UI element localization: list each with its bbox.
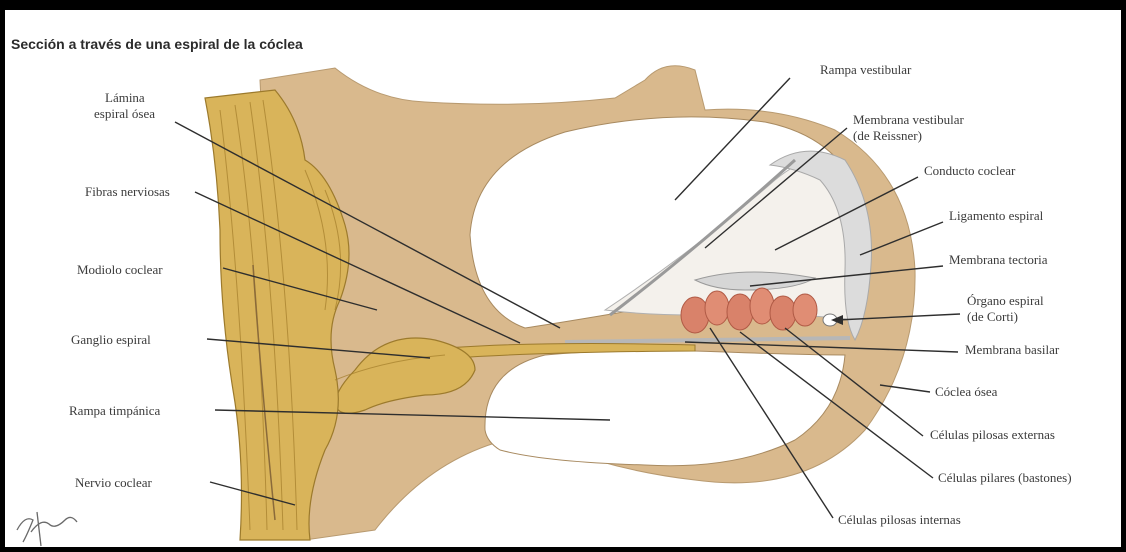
label-coclea-osea: Cóclea ósea bbox=[935, 384, 998, 399]
label-rampa-vestibular: Rampa vestibular bbox=[820, 62, 912, 77]
label-celulas-pilosas-internas: Células pilosas internas bbox=[838, 512, 961, 527]
label-lamina-line1: Lámina bbox=[105, 90, 145, 105]
label-lamina-line2: espiral ósea bbox=[94, 106, 155, 121]
hair-cell bbox=[681, 297, 709, 333]
label-nervio-coclear: Nervio coclear bbox=[75, 475, 153, 490]
figure-panel: Sección a través de una espiral de la có… bbox=[5, 10, 1121, 547]
label-fibras-nerviosas: Fibras nerviosas bbox=[85, 184, 170, 199]
hair-cell bbox=[793, 294, 817, 326]
label-organo-espiral-line2: (de Corti) bbox=[967, 309, 1018, 324]
hair-cell bbox=[727, 294, 753, 330]
hair-cell bbox=[705, 291, 729, 325]
label-celulas-pilosas-externas: Células pilosas externas bbox=[930, 427, 1055, 442]
label-conducto-coclear: Conducto coclear bbox=[924, 163, 1016, 178]
cochlea-section-diagram: Sección a través de una espiral de la có… bbox=[5, 10, 1121, 547]
label-ligamento-espiral: Ligamento espiral bbox=[949, 208, 1044, 223]
label-rampa-timpanica: Rampa timpánica bbox=[69, 403, 161, 418]
hair-cell bbox=[770, 296, 796, 330]
label-ganglio-espiral: Ganglio espiral bbox=[71, 332, 151, 347]
label-membrana-vestibular-line1: Membrana vestibular bbox=[853, 112, 964, 127]
label-celulas-pilares: Células pilares (bastones) bbox=[938, 470, 1072, 485]
label-modiolo-coclear: Modiolo coclear bbox=[77, 262, 163, 277]
diagram-title: Sección a través de una espiral de la có… bbox=[11, 36, 303, 52]
label-membrana-vestibular-line2: (de Reissner) bbox=[853, 128, 922, 143]
label-membrana-basilar: Membrana basilar bbox=[965, 342, 1060, 357]
netter-signature bbox=[17, 512, 77, 546]
label-organo-espiral-line1: Órgano espiral bbox=[967, 293, 1044, 308]
label-membrana-tectoria: Membrana tectoria bbox=[949, 252, 1048, 267]
